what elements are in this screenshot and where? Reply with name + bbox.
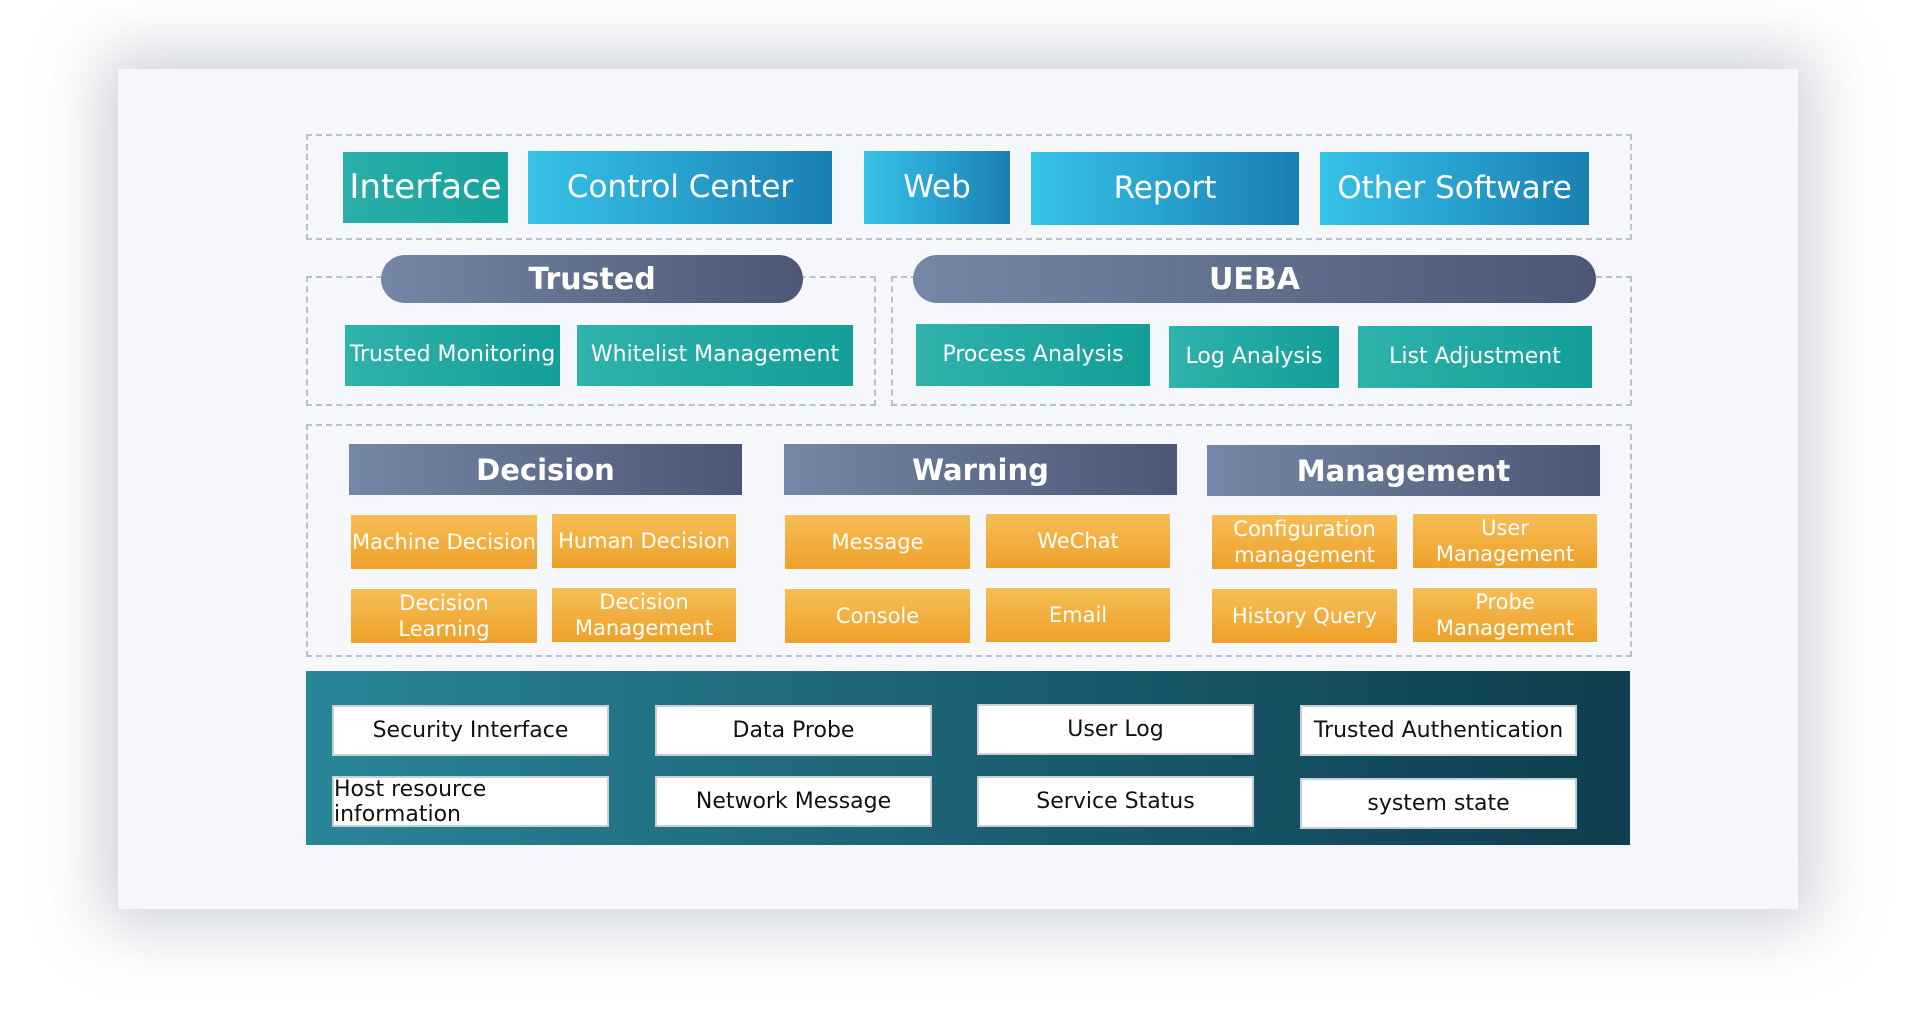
decision-management-box: Decision Management <box>552 588 736 642</box>
control-center-box: Control Center <box>528 151 832 224</box>
human-decision-box: Human Decision <box>552 514 736 568</box>
wechat-box: WeChat <box>986 514 1170 568</box>
console-box: Console <box>785 589 970 643</box>
report-box: Report <box>1031 152 1299 225</box>
user-log-box: User Log <box>977 704 1254 755</box>
other-software-box: Other Software <box>1320 152 1589 225</box>
interface-box: Interface <box>343 152 508 223</box>
interface-layer-frame <box>306 134 1632 240</box>
network-message-box: Network Message <box>655 776 932 827</box>
configuration-management-box: Configuration management <box>1212 515 1397 569</box>
user-management-box: User Management <box>1413 514 1597 568</box>
host-resource-information-box: Host resource information <box>332 776 609 827</box>
data-probe-box: Data Probe <box>655 705 932 756</box>
process-analysis-box: Process Analysis <box>916 324 1150 386</box>
trusted-monitoring-box: Trusted Monitoring <box>345 325 560 386</box>
email-box: Email <box>986 588 1170 642</box>
list-adjustment-box: List Adjustment <box>1358 326 1592 388</box>
management-title: Management <box>1207 445 1600 496</box>
trusted-authentication-box: Trusted Authentication <box>1300 705 1577 756</box>
system-state-box: system state <box>1300 778 1577 829</box>
probe-management-box: Probe Management <box>1413 588 1597 642</box>
warning-title: Warning <box>784 444 1177 495</box>
whitelist-management-box: Whitelist Management <box>577 325 853 386</box>
log-analysis-box: Log Analysis <box>1169 326 1339 388</box>
security-interface-box: Security Interface <box>332 705 609 756</box>
ueba-title: UEBA <box>913 255 1596 303</box>
decision-title: Decision <box>349 444 742 495</box>
function-layer-frame <box>306 424 1632 657</box>
machine-decision-box: Machine Decision <box>351 515 537 569</box>
decision-learning-box: Decision Learning <box>351 589 537 643</box>
history-query-box: History Query <box>1212 589 1397 643</box>
service-status-box: Service Status <box>977 776 1254 827</box>
trusted-title: Trusted <box>381 255 803 303</box>
web-box: Web <box>864 151 1010 224</box>
message-box: Message <box>785 515 970 569</box>
